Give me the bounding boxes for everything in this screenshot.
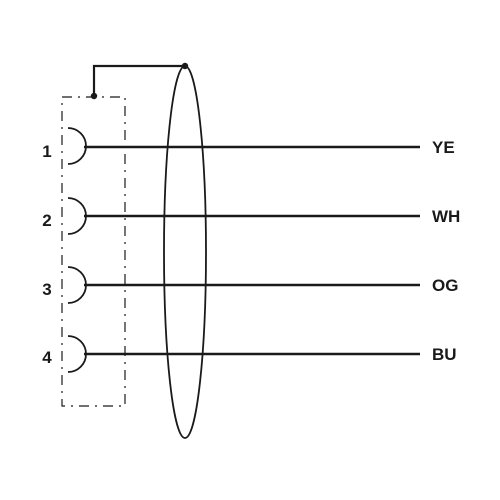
wire-color-label: YE	[432, 138, 455, 157]
shield-ground-link	[92, 64, 185, 96]
pin-row-2: 2 WH	[42, 197, 460, 235]
socket-contact-icon	[67, 266, 87, 304]
wire-color-label: OG	[432, 276, 458, 295]
pin-row-1: 1 YE	[42, 127, 455, 165]
pin-number-label: 3	[42, 280, 51, 299]
cable-shield-ellipse	[163, 65, 207, 439]
socket-contact-icon	[67, 197, 87, 235]
wire-color-label: BU	[432, 345, 457, 364]
pin-number-label: 2	[42, 211, 51, 230]
pin-row-4: 4 BU	[42, 335, 457, 373]
shield-junction-dot-housing	[90, 92, 98, 100]
pin-row-3: 3 OG	[42, 266, 458, 304]
wire-color-label: WH	[432, 207, 460, 226]
pin-number-label: 1	[42, 142, 51, 161]
connector-housing-outline	[61, 96, 126, 407]
socket-contact-icon	[67, 127, 87, 165]
pin-number-label: 4	[42, 348, 52, 367]
socket-contact-icon	[67, 335, 87, 373]
